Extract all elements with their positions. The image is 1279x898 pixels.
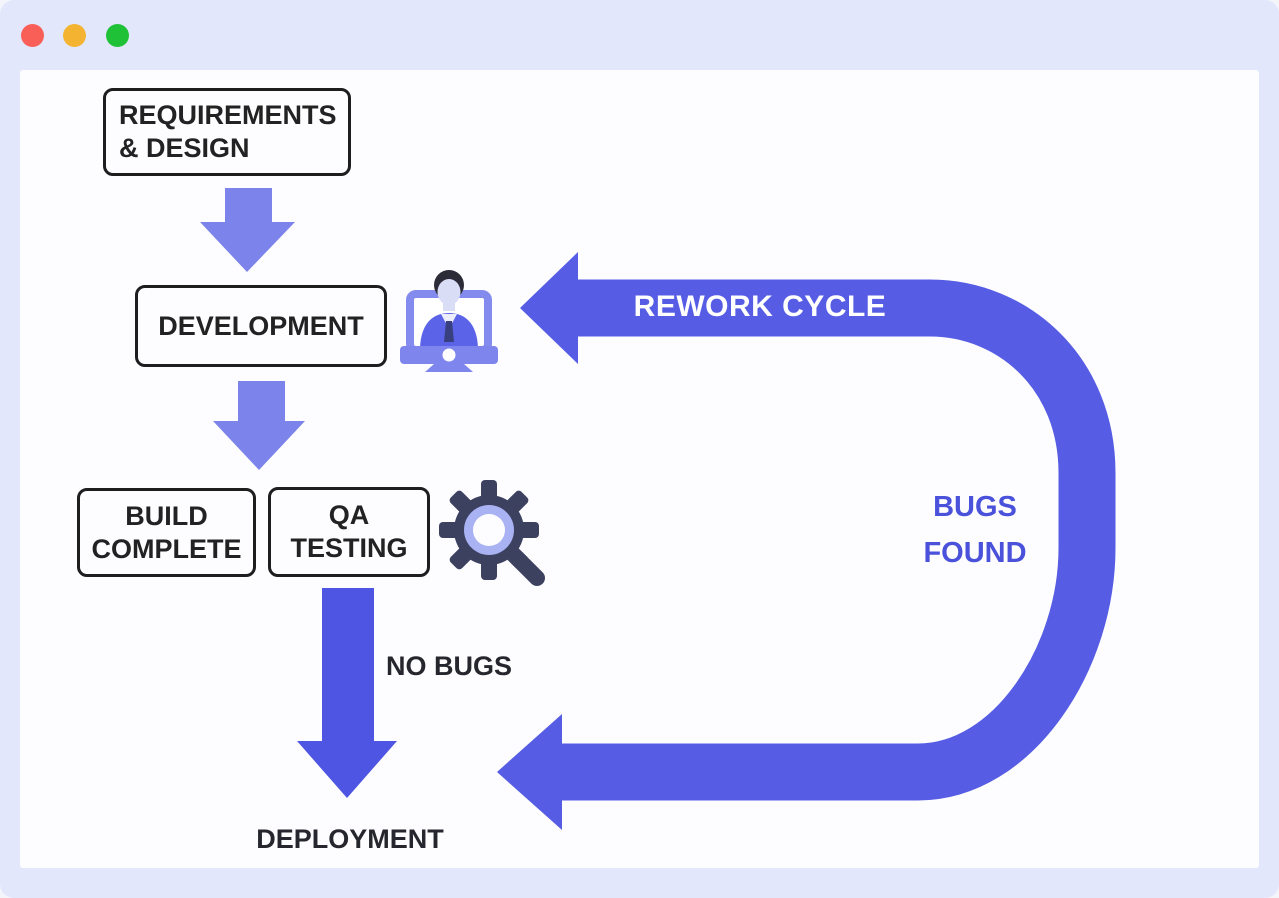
maximize-button-icon[interactable] <box>106 24 129 47</box>
node-development: DEVELOPMENT <box>135 285 387 367</box>
node-requirements-design: REQUIREMENTS & DESIGN <box>103 88 351 176</box>
window-titlebar <box>0 0 1279 70</box>
rework-cycle-arrow <box>497 252 1116 830</box>
no-bugs-label: NO BUGS <box>386 651 513 681</box>
qa-gear-magnifier-icon <box>439 480 545 586</box>
bugs-found-label: BUGS FOUND <box>923 491 1027 569</box>
node-build-complete: BUILD COMPLETE <box>77 488 256 577</box>
rework-cycle-label: REWORK CYCLE <box>633 290 887 323</box>
minimize-button-icon[interactable] <box>63 24 86 47</box>
node-qa-testing: QA TESTING <box>268 487 430 577</box>
down-arrow-qa-to-deployment <box>297 588 397 798</box>
down-arrow-requirements-to-development <box>200 188 295 272</box>
node-deployment: DEPLOYMENT <box>256 824 444 854</box>
developer-at-computer-icon <box>400 270 498 372</box>
close-button-icon[interactable] <box>21 24 44 47</box>
down-arrow-development-to-build <box>213 381 305 470</box>
